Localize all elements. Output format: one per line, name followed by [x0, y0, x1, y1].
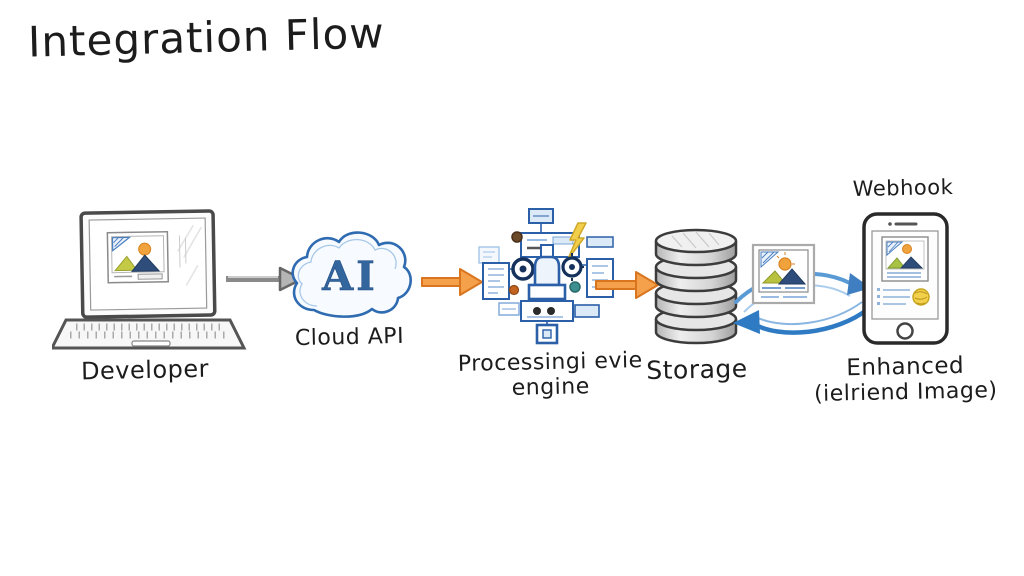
- smartphone-icon: [862, 212, 949, 345]
- cloud-api-label: Cloud API: [294, 323, 405, 352]
- enhanced-label-line2: (ielriend Image): [813, 378, 998, 408]
- webhook-label: Webhook: [852, 174, 954, 202]
- arrow-engine-to-storage-icon: [595, 271, 659, 299]
- arrow-developer-to-cloud-icon: [226, 266, 304, 292]
- home-button-icon: [896, 322, 914, 340]
- cloud-ai-badge: AI: [321, 253, 378, 300]
- laptop-icon: [52, 209, 247, 350]
- arrow-cloud-to-engine-icon: [421, 268, 483, 296]
- arrowhead-left-icon: [733, 310, 760, 334]
- machine-icon: [478, 208, 614, 345]
- image-card-icon: [751, 243, 816, 305]
- enhanced-label: Enhanced (ielriend Image): [782, 351, 1024, 408]
- cloud-icon: AI: [291, 231, 412, 318]
- database-icon: [654, 228, 738, 345]
- developer-label: Developer: [80, 354, 210, 386]
- badge-icon: [912, 288, 930, 306]
- page-title: Integration Flow: [27, 8, 386, 67]
- storage-label: Storage: [646, 353, 748, 386]
- lightning-icon: [567, 222, 587, 260]
